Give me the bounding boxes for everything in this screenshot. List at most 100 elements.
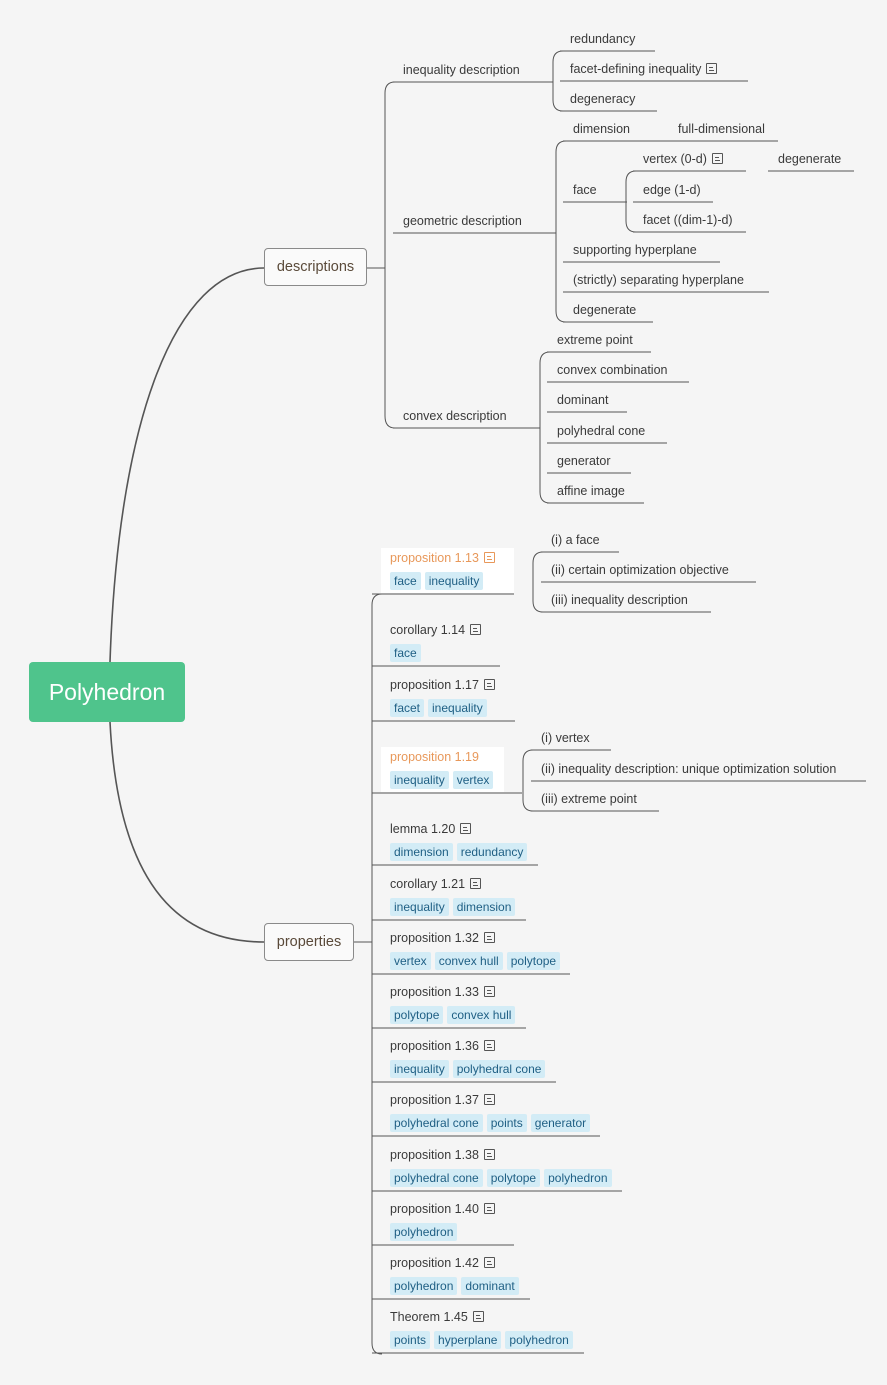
tag[interactable]: face xyxy=(390,572,421,590)
convex-child-1[interactable]: extreme point xyxy=(557,333,633,347)
proposition-1-19-child-1[interactable]: (i) vertex xyxy=(541,731,590,745)
properties-node[interactable]: properties xyxy=(264,923,354,961)
tag[interactable]: redundancy xyxy=(456,843,528,861)
inequality-description-node[interactable]: inequality description xyxy=(403,63,520,77)
note-icon[interactable] xyxy=(472,1311,484,1322)
tag[interactable]: vertex xyxy=(452,771,494,789)
tag[interactable]: generator xyxy=(530,1114,591,1132)
tag[interactable]: polyhedral cone xyxy=(390,1169,483,1187)
full-dimensional-node[interactable]: full-dimensional xyxy=(678,122,765,136)
tag[interactable]: dimension xyxy=(390,843,453,861)
inequality-child-1[interactable]: redundancy xyxy=(570,32,635,46)
tag[interactable]: polytope xyxy=(506,952,561,970)
convex-description-node[interactable]: convex description xyxy=(403,409,507,423)
convex-child-4[interactable]: polyhedral cone xyxy=(557,424,645,438)
vertex-node[interactable]: vertex (0-d) xyxy=(643,152,723,166)
root-node[interactable]: Polyhedron xyxy=(29,662,185,722)
tag[interactable]: dimension xyxy=(452,898,516,916)
note-icon[interactable] xyxy=(483,1203,495,1214)
note-icon[interactable] xyxy=(711,153,723,164)
corner xyxy=(552,99,564,112)
note-icon[interactable] xyxy=(483,1094,495,1105)
tag[interactable]: polyhedron xyxy=(544,1169,612,1187)
tag[interactable]: hyperplane xyxy=(434,1331,502,1349)
note-icon[interactable] xyxy=(483,679,495,690)
proposition-1-19-child-2[interactable]: (ii) inequality description: unique opti… xyxy=(541,762,836,776)
convex-child-5-label: generator xyxy=(557,454,611,468)
convex-child-5[interactable]: generator xyxy=(557,454,611,468)
geometric-child-3[interactable]: degenerate xyxy=(573,303,636,317)
edge-node[interactable]: edge (1-d) xyxy=(643,183,701,197)
tag[interactable]: vertex xyxy=(390,952,431,970)
tag[interactable]: face xyxy=(390,644,421,662)
tag[interactable]: dominant xyxy=(461,1277,519,1295)
note-icon[interactable] xyxy=(470,878,482,889)
property-title: lemma 1.20 xyxy=(390,822,531,836)
note-icon[interactable] xyxy=(483,1257,495,1268)
note-icon[interactable] xyxy=(706,63,718,74)
convex-child-4-label: polyhedral cone xyxy=(557,424,646,438)
dimension-node[interactable]: dimension xyxy=(573,122,630,136)
inequality-child-3[interactable]: degeneracy xyxy=(570,92,635,106)
proposition-1-13-child-3[interactable]: (iii) inequality description xyxy=(551,593,688,607)
proposition-1-13-child-2[interactable]: (ii) certain optimization objective xyxy=(551,563,729,577)
descriptions-node[interactable]: descriptions xyxy=(264,248,367,286)
note-icon[interactable] xyxy=(483,552,495,563)
tag[interactable]: polyhedron xyxy=(390,1277,458,1295)
tag[interactable]: inequality xyxy=(428,699,487,717)
tag[interactable]: inequality xyxy=(424,572,484,590)
inequality-child-2[interactable]: facet-defining inequality xyxy=(570,62,718,76)
tag[interactable]: convex hull xyxy=(434,952,503,970)
tag[interactable]: points xyxy=(486,1114,527,1132)
geometric-description-node[interactable]: geometric description xyxy=(403,214,522,228)
tag[interactable]: inequality xyxy=(390,898,449,916)
degenerate-vertex-node[interactable]: degenerate xyxy=(778,152,841,166)
convex-child-2-label: convex combination xyxy=(557,363,668,377)
tag[interactable]: inequality xyxy=(390,771,449,789)
tag[interactable]: polyhedron xyxy=(390,1223,458,1241)
proposition-1-19-child-3[interactable]: (iii) extreme point xyxy=(541,792,637,806)
tag[interactable]: polyhedron xyxy=(505,1331,573,1349)
convex-child-2[interactable]: convex combination xyxy=(557,363,667,377)
note-icon[interactable] xyxy=(483,986,495,997)
convex-child-3[interactable]: dominant xyxy=(557,393,608,407)
note-icon[interactable] xyxy=(483,932,495,943)
convex-child-6[interactable]: affine image xyxy=(557,484,625,498)
proposition-1-13-child-1[interactable]: (i) a face xyxy=(551,533,600,547)
property-title: proposition 1.42 xyxy=(390,1256,523,1270)
tag[interactable]: polytope xyxy=(486,1169,541,1187)
tag[interactable]: points xyxy=(390,1331,431,1349)
geometric-child-1[interactable]: supporting hyperplane xyxy=(573,243,697,257)
geometric-child-2[interactable]: (strictly) separating hyperplane xyxy=(573,273,744,287)
tag[interactable]: polyhedral cone xyxy=(452,1060,546,1078)
property-title: proposition 1.33 xyxy=(390,985,519,999)
tag[interactable]: convex hull xyxy=(447,1006,516,1024)
note-icon[interactable] xyxy=(483,1040,495,1051)
facet-node[interactable]: facet ((dim-1)-d) xyxy=(643,213,733,227)
face-node[interactable]: face xyxy=(573,183,597,197)
corner xyxy=(532,600,544,613)
note-icon[interactable] xyxy=(483,1149,495,1160)
tag[interactable]: inequality xyxy=(390,1060,449,1078)
note-icon[interactable] xyxy=(460,823,472,834)
tag[interactable]: polyhedral cone xyxy=(390,1114,483,1132)
note-icon[interactable] xyxy=(470,624,482,635)
tag[interactable]: facet xyxy=(390,699,425,717)
property-title-label: proposition 1.33 xyxy=(390,985,479,999)
tag[interactable]: polytope xyxy=(390,1006,444,1024)
